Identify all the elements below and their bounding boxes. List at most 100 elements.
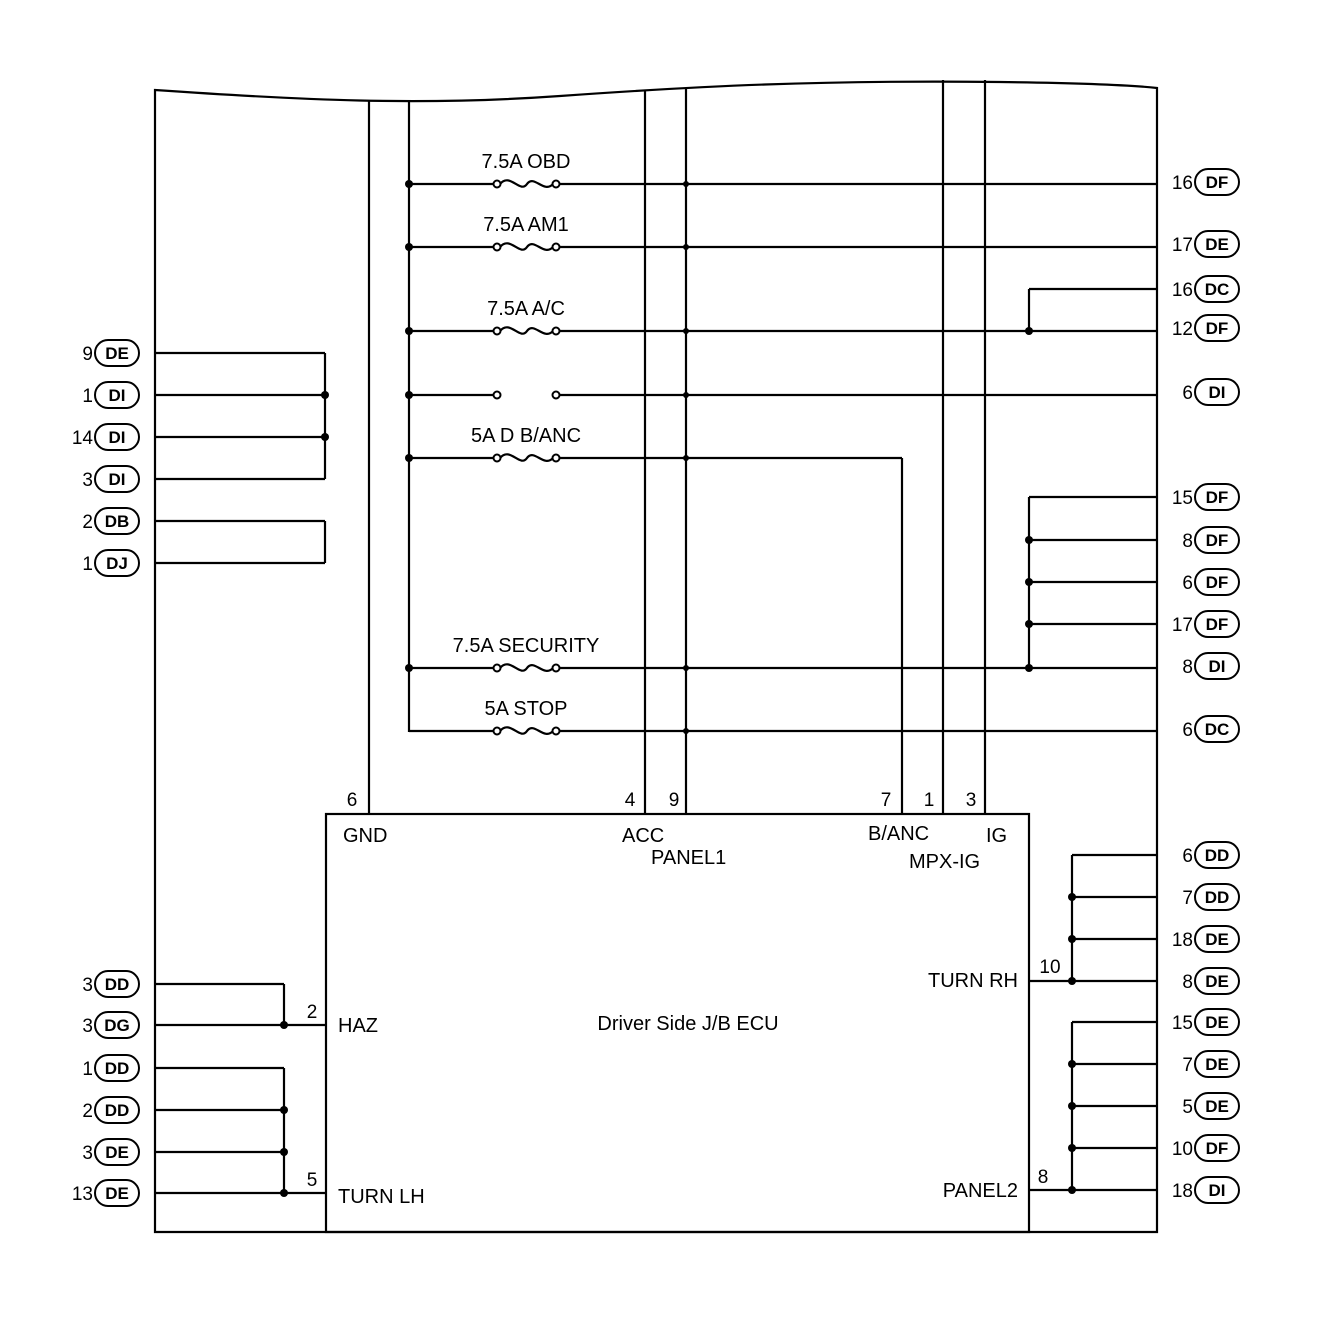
connector-capsule (94, 1011, 140, 1039)
connector-pin: 8 (1182, 531, 1193, 552)
connector-pin: 3 (82, 1016, 93, 1037)
fuse-label-obd: 7.5A OBD (482, 151, 571, 173)
connector-pin: 13 (72, 1184, 93, 1205)
connector-code: DB (105, 512, 130, 531)
connector-capsule (1194, 378, 1240, 406)
left-connector-11: 13 DE (72, 1179, 140, 1207)
connector-pin: 1 (82, 554, 93, 575)
connector-capsule (94, 381, 140, 409)
connector-code: DF (1206, 173, 1229, 192)
connector-code: DI (109, 470, 126, 489)
ecu-title: Driver Side J/B ECU (597, 1013, 778, 1035)
ecu-pin: 10 (1039, 957, 1060, 978)
connector-pin: 2 (82, 512, 93, 533)
connector-code: DI (1209, 383, 1226, 402)
connector-code: DE (105, 344, 129, 363)
connector-code: DF (1206, 615, 1229, 634)
connector-capsule (94, 465, 140, 493)
connector-capsule (94, 970, 140, 998)
connector-code: DG (104, 1016, 130, 1035)
fuse-label-am1: 7.5A AM1 (483, 214, 569, 236)
connector-pin: 7 (1182, 888, 1193, 909)
ecu-terminal-name: IG (986, 825, 1007, 847)
connector-capsule (94, 1138, 140, 1166)
connector-code: DI (109, 386, 126, 405)
connector-code: DE (105, 1184, 129, 1203)
connector-capsule (1194, 1092, 1240, 1120)
connector-code: DF (1206, 488, 1229, 507)
ecu-pin: 4 (625, 790, 636, 811)
connector-capsule (94, 507, 140, 535)
connector-capsule (1194, 483, 1240, 511)
connector-pin: 16 (1172, 173, 1193, 194)
ecu-pin: 5 (307, 1170, 318, 1191)
ecu-pin: 8 (1038, 1167, 1049, 1188)
left-connector-9: 2 DD (82, 1096, 140, 1124)
connector-code: DC (1205, 280, 1230, 299)
fuse-label-d-banc: 5A D B/ANC (471, 425, 581, 447)
right-connector-10: 6 DC (1182, 715, 1240, 743)
connector-code: DI (1209, 1181, 1226, 1200)
connector-capsule (94, 549, 140, 577)
connector-pin: 6 (1182, 573, 1193, 594)
connector-code: DE (1205, 1013, 1229, 1032)
right-connector-4: 6 DI (1182, 378, 1240, 406)
connector-capsule (94, 1054, 140, 1082)
connector-pin: 3 (82, 975, 93, 996)
connector-capsule (1194, 230, 1240, 258)
connector-code: DE (1205, 235, 1229, 254)
right-connector-1: 17 DE (1172, 230, 1240, 258)
connector-capsule (1194, 526, 1240, 554)
left-connector-5: 1 DJ (82, 549, 140, 577)
connector-code: DI (1209, 657, 1226, 676)
junction-block-outline (153, 80, 1159, 1234)
connector-capsule (1194, 967, 1240, 995)
ecu-terminal-name: TURN RH (928, 970, 1018, 992)
connector-capsule (1194, 1008, 1240, 1036)
connector-pin: 6 (1182, 720, 1193, 741)
right-connector-2: 16 DC (1172, 275, 1240, 303)
connector-pin: 8 (1182, 972, 1193, 993)
connector-pin: 10 (1172, 1139, 1193, 1160)
connector-capsule (1194, 275, 1240, 303)
connector-code: DF (1206, 319, 1229, 338)
left-connector-4: 2 DB (82, 507, 140, 535)
connector-pin: 16 (1172, 280, 1193, 301)
right-connector-14: 8 DE (1182, 967, 1240, 995)
connector-pin: 2 (82, 1101, 93, 1122)
connector-code: DE (1205, 1097, 1229, 1116)
connector-capsule (1194, 652, 1240, 680)
connector-pin: 6 (1182, 383, 1193, 404)
connector-code: DD (105, 1101, 130, 1120)
ecu-terminal-name: B/ANC (868, 823, 929, 845)
connector-pin: 18 (1172, 1181, 1193, 1202)
fuse-label-ac: 7.5A A/C (487, 298, 565, 320)
connector-code: DC (1205, 720, 1230, 739)
fuse-label-stop: 5A STOP (484, 698, 567, 720)
connector-pin: 3 (82, 470, 93, 491)
connector-code: DE (1205, 972, 1229, 991)
connector-capsule (1194, 841, 1240, 869)
connector-pin: 12 (1172, 319, 1193, 340)
right-connector-8: 17 DF (1172, 610, 1240, 638)
ecu-pin: 1 (924, 790, 935, 811)
connector-pin: 17 (1172, 615, 1193, 636)
connector-pin: 17 (1172, 235, 1193, 256)
connector-code: DJ (106, 554, 128, 573)
ecu-terminal-name: ACC (622, 825, 664, 847)
left-connector-3: 3 DI (82, 465, 140, 493)
connector-capsule (1194, 883, 1240, 911)
connector-capsule (94, 1096, 140, 1124)
connector-pin: 1 (82, 1059, 93, 1080)
ecu-terminal-name: PANEL2 (943, 1180, 1018, 1202)
